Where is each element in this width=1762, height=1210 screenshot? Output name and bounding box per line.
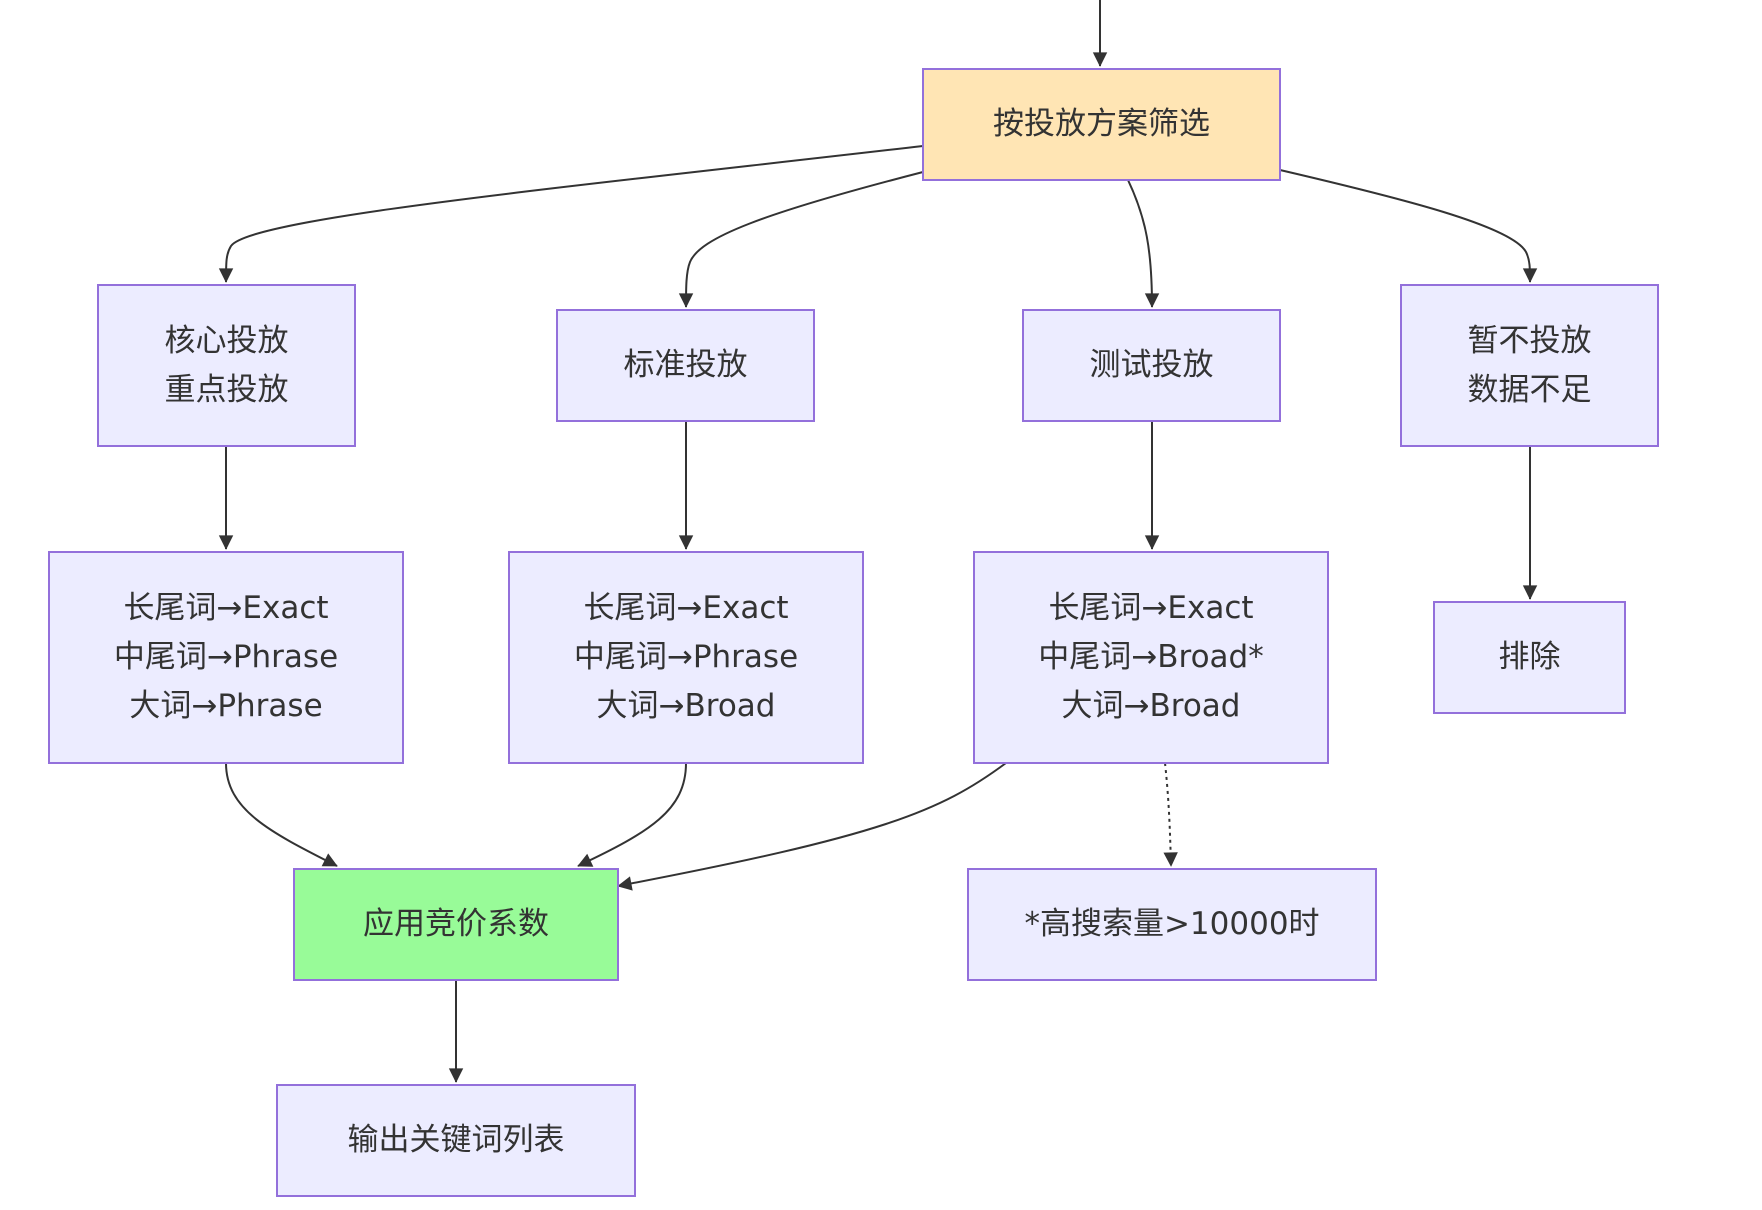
core-match-types-node: 长尾词→Exact 中尾词→Phrase 大词→Phrase xyxy=(48,551,404,764)
edge-test-match-to-note xyxy=(1163,762,1178,867)
node-label-line: 数据不足 xyxy=(1467,371,1592,408)
node-label-line: 重点投放 xyxy=(164,371,289,408)
edge-filter-to-standard xyxy=(678,171,924,308)
edge-standard-match-to-apply xyxy=(577,762,687,867)
standard-match-types-node: 长尾词→Exact 中尾词→Phrase 大词→Broad xyxy=(508,551,864,764)
node-label-line: 长尾词→Exact xyxy=(1048,590,1254,626)
node-label-line: 中尾词→Phrase xyxy=(573,639,799,675)
node-label-line: 大词→Broad xyxy=(596,688,776,724)
node-label-line: 长尾词→Exact xyxy=(583,590,789,626)
test-delivery-node: 测试投放 xyxy=(1022,309,1281,422)
node-label-line: 标准投放 xyxy=(623,347,748,383)
node-label-line: 应用竞价系数 xyxy=(363,906,549,942)
standard-delivery-node: 标准投放 xyxy=(556,309,815,422)
node-label-line: 长尾词→Exact xyxy=(123,590,329,626)
edge-filter-to-test xyxy=(1127,179,1160,308)
node-label-line: 暂不投放 xyxy=(1467,322,1592,359)
test-match-types-node: 长尾词→Exact 中尾词→Broad* 大词→Broad xyxy=(973,551,1329,764)
node-label-line: 排除 xyxy=(1498,639,1561,675)
high-search-volume-note-node: *高搜索量>10000时 xyxy=(967,868,1377,981)
exclude-node: 排除 xyxy=(1433,601,1626,714)
node-label-line: *高搜索量>10000时 xyxy=(1024,906,1320,942)
filter-by-plan-node: 按投放方案筛选 xyxy=(922,68,1281,181)
node-label-line: 中尾词→Broad* xyxy=(1038,639,1264,675)
edge-core-match-to-apply xyxy=(225,762,338,867)
node-label-line: 按投放方案筛选 xyxy=(993,106,1210,142)
output-keyword-list-node: 输出关键词列表 xyxy=(276,1084,636,1197)
edge-filter-to-core xyxy=(218,145,924,283)
node-label-line: 测试投放 xyxy=(1089,347,1214,383)
edge-filter-to-hold xyxy=(1279,169,1538,283)
node-label-line: 中尾词→Phrase xyxy=(113,639,339,675)
node-label-line: 大词→Broad xyxy=(1061,688,1241,724)
core-delivery-node: 核心投放重点投放 xyxy=(97,284,356,447)
node-label-line: 核心投放 xyxy=(164,322,289,359)
edge-test-match-to-apply xyxy=(617,762,1007,891)
node-label-line: 输出关键词列表 xyxy=(347,1122,565,1158)
node-label-line: 大词→Phrase xyxy=(129,688,323,724)
hold-delivery-node: 暂不投放数据不足 xyxy=(1400,284,1659,447)
apply-bid-coefficient-node: 应用竞价系数 xyxy=(293,868,619,981)
